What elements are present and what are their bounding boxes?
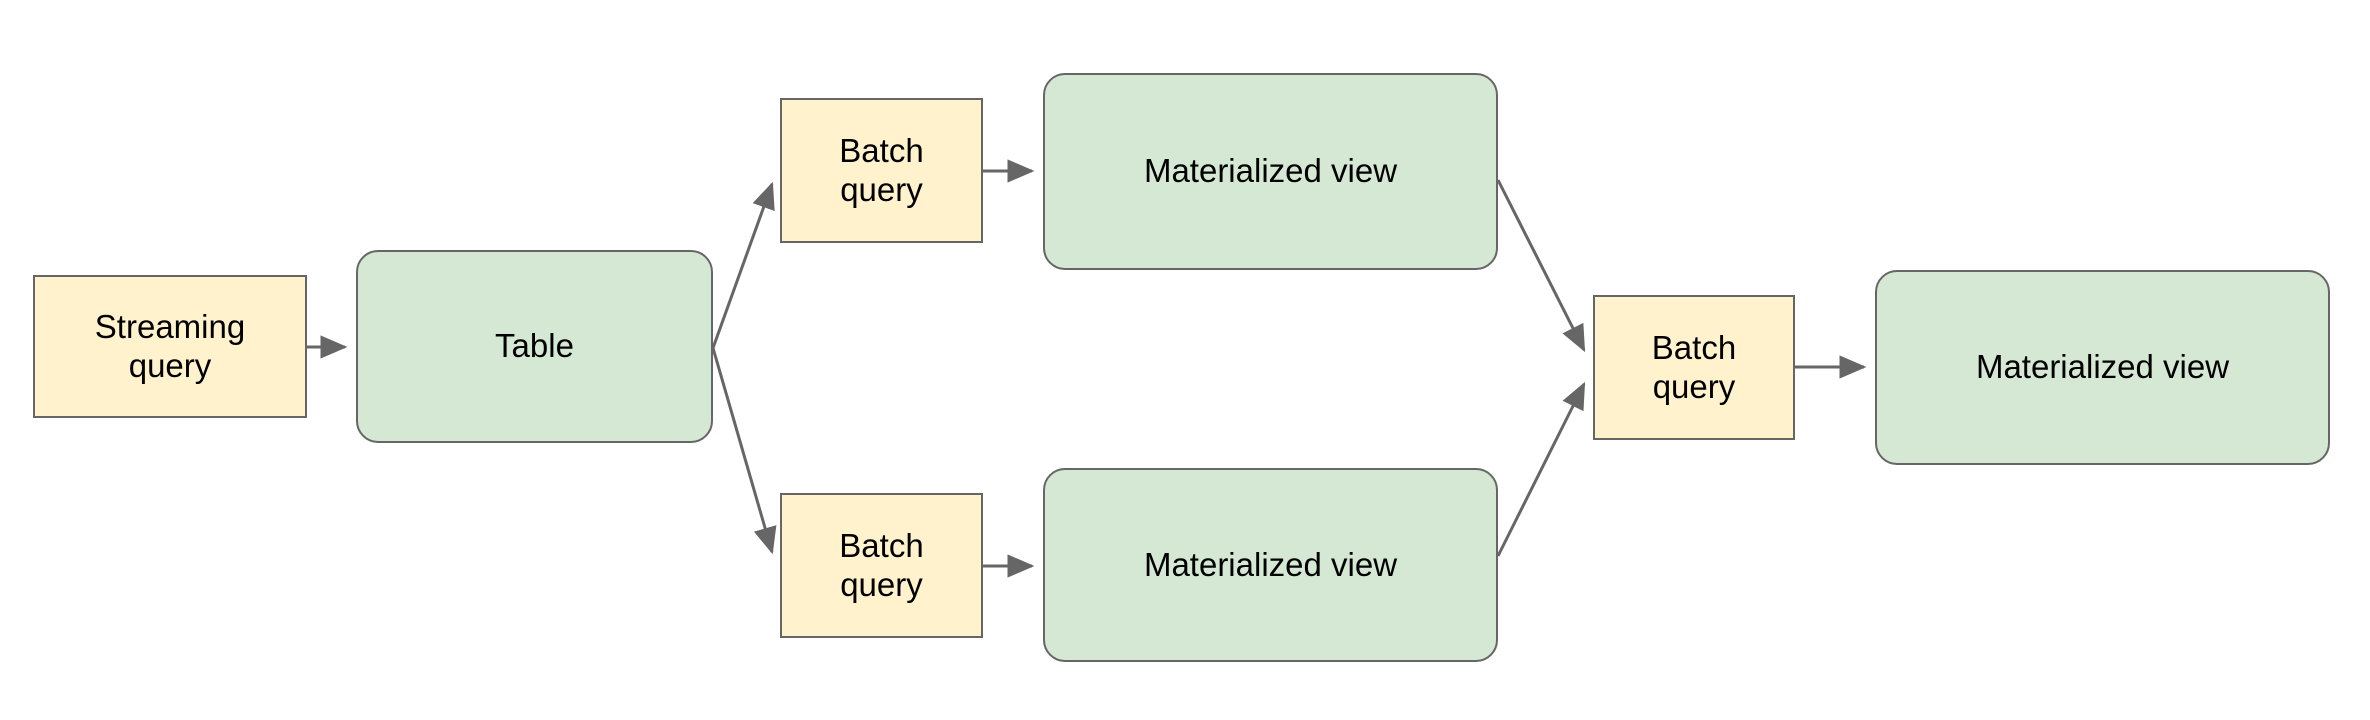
node-materialized-view-bottom-label: Materialized view — [1143, 545, 1398, 583]
edge-materialized-view-top-to-batch-query-final — [1496, 179, 1586, 353]
node-streaming-query[interactable]: Streaming query — [33, 275, 307, 418]
node-batch-query-final-label: Batch query — [1651, 328, 1737, 405]
node-streaming-query-label: Streaming query — [94, 307, 246, 384]
node-batch-query-bottom[interactable]: Batch query — [780, 493, 983, 638]
node-table-label: Table — [495, 327, 574, 365]
node-materialized-view-final-label: Materialized view — [1975, 348, 2230, 386]
edge-materialized-view-bottom-to-batch-query-final — [1496, 381, 1586, 557]
node-materialized-view-top[interactable]: Materialized view — [1043, 73, 1498, 270]
node-materialized-view-bottom[interactable]: Materialized view — [1043, 468, 1498, 662]
node-batch-query-bottom-label: Batch query — [839, 526, 924, 603]
edge-table-to-batch-query-top — [711, 181, 775, 349]
node-materialized-view-top-label: Materialized view — [1143, 152, 1398, 190]
node-batch-query-top-label: Batch query — [839, 131, 924, 208]
edge-table-to-batch-query-bottom — [711, 347, 777, 555]
node-materialized-view-final[interactable]: Materialized view — [1875, 270, 2330, 465]
node-batch-query-final[interactable]: Batch query — [1593, 295, 1795, 440]
node-table[interactable]: Table — [356, 250, 713, 443]
node-batch-query-top[interactable]: Batch query — [780, 98, 983, 243]
